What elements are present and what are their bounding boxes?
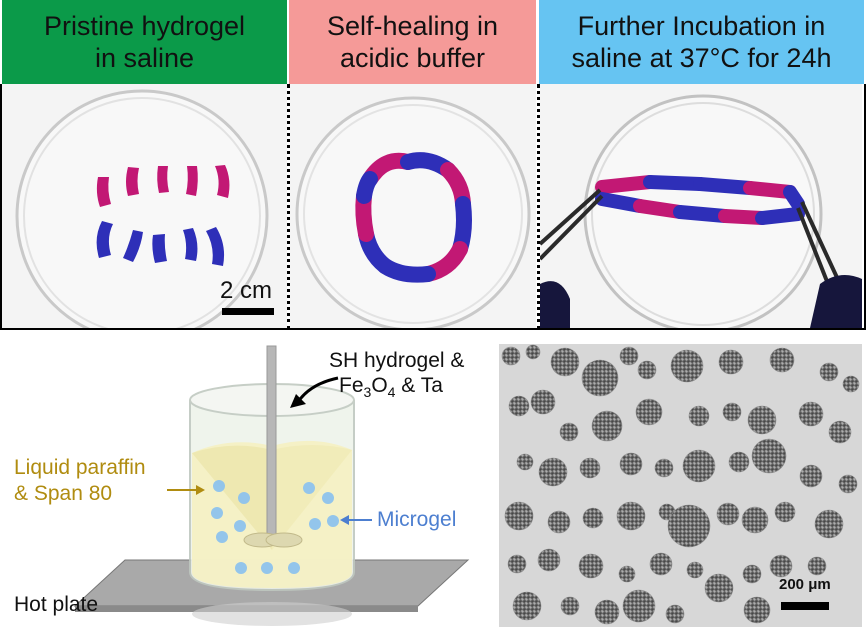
microgel-synthesis-schematic: SH hydrogel & Fe3O4 & Ta Liquid paraffin… xyxy=(0,338,490,633)
paraffin-line2: & Span 80 xyxy=(14,482,113,505)
schematic-label-precursor: SH hydrogel & Fe3O4 & Ta xyxy=(329,348,464,405)
micrograph-scale-bar-label: 200 μm xyxy=(779,576,831,593)
schematic-label-hot-plate: Hot plate xyxy=(14,593,99,616)
top-panels-frame xyxy=(0,84,866,330)
precursor-tail: & Ta xyxy=(395,374,443,397)
precursor-line2: Fe3O4 & Ta xyxy=(329,373,464,405)
photo-self-healed-ring xyxy=(290,84,536,328)
schematic-drawing xyxy=(73,345,470,626)
header-line: in saline xyxy=(94,43,195,73)
precursor-o: O xyxy=(371,374,388,397)
precursor-fe: Fe xyxy=(339,374,364,397)
photo-incubated-stretched xyxy=(540,84,862,328)
dotted-divider xyxy=(287,84,290,330)
header-line: acidic buffer xyxy=(339,43,486,73)
precursor-sub3: 3 xyxy=(363,384,372,401)
header-line: Self-healing in xyxy=(326,11,499,41)
scale-bar-label: 2 cm xyxy=(220,277,273,304)
schematic-label-paraffin: Liquid paraffin & Span 80 xyxy=(14,455,146,507)
precursor-line1: SH hydrogel & xyxy=(329,349,465,372)
header-line: Pristine hydrogel xyxy=(43,11,246,41)
header-line: saline at 37°C for 24h xyxy=(571,43,832,73)
dotted-divider xyxy=(537,84,540,330)
header-line: Further Incubation in xyxy=(577,11,826,41)
schematic-label-microgel: Microgel xyxy=(377,508,457,531)
microgel-micrograph: 200 μm xyxy=(499,344,862,627)
paraffin-line1: Liquid paraffin xyxy=(14,456,146,479)
micrograph-image xyxy=(499,344,862,627)
photo-pristine-hydrogel: 2 cm xyxy=(2,84,287,328)
precursor-sub4: 4 xyxy=(387,384,396,401)
